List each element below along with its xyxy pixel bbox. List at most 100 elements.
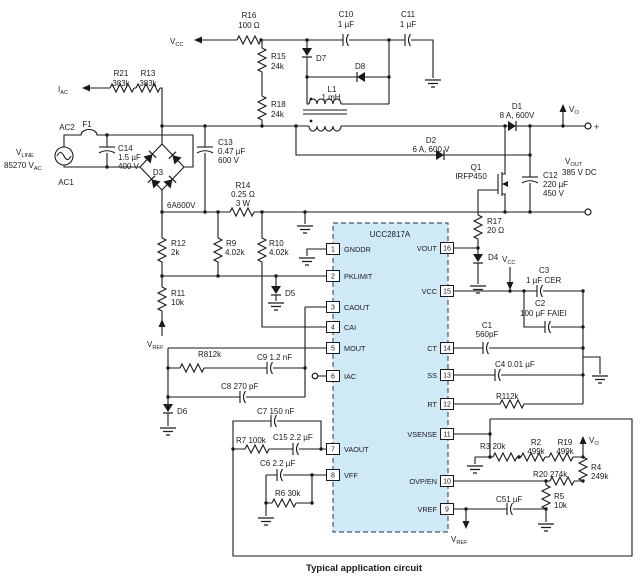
vref-left-label: VREF <box>147 340 164 351</box>
pin-11-number: 11 <box>443 432 450 439</box>
c1-value: 560pF <box>476 330 499 339</box>
r10-ref: R10 <box>269 239 284 248</box>
c14-value1: 1.5 µF <box>118 153 141 162</box>
pin-vref-label: VREF <box>418 505 438 514</box>
r15-ref: R15 <box>271 52 286 61</box>
component-labels: VCC R16 100 Ω R21 383k R13 383k IAC R15 … <box>4 10 609 546</box>
c10-value: 1 µF <box>338 20 354 29</box>
r9-ref: R9 <box>226 239 237 248</box>
c15-label: C15 2.2 µF <box>273 433 313 442</box>
r4-value: 249k <box>591 472 609 481</box>
pin-12-number: 12 <box>443 402 451 409</box>
pin-ovpen-label: OVP/EN <box>409 477 437 486</box>
ac2-label: AC2 <box>59 123 75 132</box>
r3-label: R3 20k <box>480 442 506 451</box>
vo-top-label: VO <box>569 105 579 116</box>
r19-value: 499k <box>556 447 574 456</box>
c3-value: 1 µF CER <box>526 276 562 285</box>
r14-value1: 0.25 Ω <box>231 190 255 199</box>
pin-16-number: 16 <box>443 246 451 253</box>
c2-ref: C2 <box>535 299 546 308</box>
pin-10-number: 10 <box>443 479 451 486</box>
c1-ref: C1 <box>482 321 493 330</box>
iac-label: IAC <box>58 85 68 96</box>
pin-7-number: 7 <box>331 447 335 454</box>
vline-label: VLINE <box>16 148 34 159</box>
pin-15-number: 15 <box>443 289 451 296</box>
r2-ref: R2 <box>531 438 542 447</box>
iac-terminal <box>311 372 319 380</box>
pin-3-number: 3 <box>331 305 335 312</box>
c8-label: C8 270 pF <box>221 382 258 391</box>
pin-ss-label: SS <box>427 371 437 380</box>
pin-gnddr-label: GNDDR <box>344 245 371 254</box>
vac-label: 85270 VAC <box>4 161 42 172</box>
r11-ref: R11 <box>171 289 186 298</box>
pin-cai-label: CAI <box>344 323 356 332</box>
c14-value2: 400 V <box>118 162 140 171</box>
d1-value: 8 A, 600V <box>500 111 535 120</box>
r19-ref: R19 <box>558 438 573 447</box>
c13-ref: C13 <box>218 138 233 147</box>
r10-value: 4.02k <box>269 248 290 257</box>
d5-ref: D5 <box>285 289 296 298</box>
c3-ref: C3 <box>539 266 550 275</box>
ic-body <box>332 222 449 533</box>
vo-right-label: VO <box>589 436 599 447</box>
pin-14-number: 14 <box>443 346 451 353</box>
pin-4-number: 4 <box>331 325 335 332</box>
r18-ref: R18 <box>271 100 286 109</box>
q1-ref: Q1 <box>471 163 482 172</box>
r13-value: 383k <box>139 79 157 88</box>
c12-ref: C12 <box>543 171 558 180</box>
inductor-l1-symbol <box>308 97 342 132</box>
r9-value: 4.02k <box>225 248 246 257</box>
pin-13-number: 13 <box>443 373 451 380</box>
r4-ref: R4 <box>591 463 602 472</box>
r7-label: R7 100k <box>236 436 267 445</box>
pin-8-number: 8 <box>331 473 335 480</box>
ac-source-symbol <box>54 146 74 166</box>
r14-ref: R14 <box>236 181 251 190</box>
c5-label: C51 µF <box>496 495 523 504</box>
c12-value2: 450 V <box>543 189 565 198</box>
r16-value: 100 Ω <box>238 21 260 30</box>
pin-vsense-label: VSENSE <box>407 430 437 439</box>
r5-ref: R5 <box>554 492 565 501</box>
r20-label: R20 274k <box>533 470 568 479</box>
bridge-rectifier-symbol <box>139 143 185 191</box>
pin-caout-label: CAOUT <box>344 303 370 312</box>
f1-ref: F1 <box>82 120 92 129</box>
c12-value1: 220 µF <box>543 180 568 189</box>
ic-title: UCC2817A <box>370 230 411 239</box>
pin-vff-label: VFF <box>344 471 358 480</box>
r21-ref: R21 <box>114 69 129 78</box>
pin-rt-label: RT <box>427 400 437 409</box>
pin-5-number: 5 <box>331 346 335 353</box>
d8-ref: D8 <box>355 62 366 71</box>
r15-value: 24k <box>271 62 285 71</box>
d3-rating: 6A600V <box>167 201 196 210</box>
d6-ref: D6 <box>177 407 188 416</box>
ac1-label: AC1 <box>58 178 74 187</box>
c2-value: 100 µF FAIEI <box>520 309 567 318</box>
r16-ref: R16 <box>242 11 257 20</box>
vref-bottom-label: VREF <box>451 535 468 546</box>
fuse-symbol <box>78 129 100 136</box>
r1-label: R112k <box>496 392 520 401</box>
c9-label: C9 1.2 nF <box>257 353 292 362</box>
caption: Typical application circuit <box>306 563 423 574</box>
r18-value: 24k <box>271 110 285 119</box>
r5-value: 10k <box>554 501 568 510</box>
d7-ref: D7 <box>316 54 327 63</box>
r12-ref: R12 <box>171 239 186 248</box>
r14-value2: 3 W <box>236 199 251 208</box>
pin-9-number: 9 <box>445 507 449 514</box>
mosfet-q1-arrow <box>502 181 508 187</box>
c4-label: C4 0.01 µF <box>495 360 535 369</box>
r12-value: 2k <box>171 248 180 257</box>
c13-value1: 0.47 µF <box>218 147 245 156</box>
c10-ref: C10 <box>339 10 354 19</box>
vcc-top-label: VCC <box>170 37 183 48</box>
